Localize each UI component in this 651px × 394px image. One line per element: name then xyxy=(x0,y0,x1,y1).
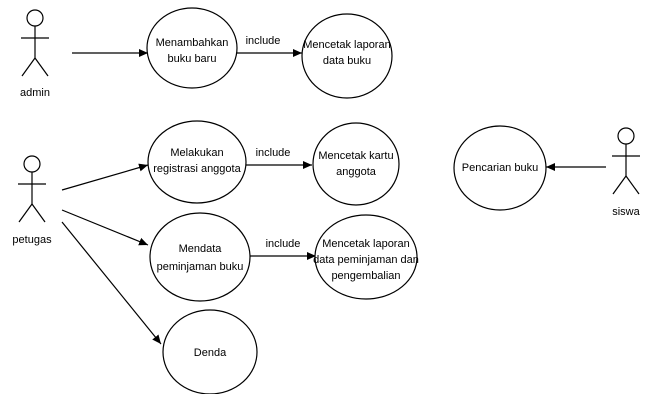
actor-siswa-leg-left xyxy=(612,175,627,195)
usecase-denda-ellipse xyxy=(162,309,258,394)
usecase-mencetak-kartu-ellipse xyxy=(312,122,400,206)
actor-siswa-head xyxy=(617,127,635,145)
usecase-menambahkan-buku: Menambahkan buku baru xyxy=(146,7,238,89)
usecase-mencetak-laporan-peminjaman-line-2: data peminjaman dan xyxy=(313,254,419,266)
usecase-mencetak-laporan-buku-line-1: Mencetak laporan xyxy=(303,39,390,51)
usecase-mencetak-laporan-peminjaman: Mencetak laporan data peminjaman dan pen… xyxy=(313,214,419,300)
usecase-denda-line-1: Denda xyxy=(194,347,227,359)
usecase-registrasi-anggota-line-2: registrasi anggota xyxy=(153,163,241,175)
usecase-mendata-peminjaman-line-2: peminjaman buku xyxy=(157,261,244,273)
usecase-mencetak-laporan-peminjaman-line-3: pengembalian xyxy=(331,270,400,282)
actor-petugas: petugas xyxy=(12,155,52,246)
usecase-mencetak-kartu: Mencetak kartu anggota xyxy=(312,122,400,206)
usecase-pencarian-buku-line-1: Pencarian buku xyxy=(462,162,538,174)
usecase-mencetak-laporan-buku: Mencetak laporan data buku xyxy=(301,13,393,99)
usecase-pencarian-buku: Pencarian buku xyxy=(453,125,547,211)
usecase-registrasi-anggota-ellipse xyxy=(147,120,247,204)
usecase-mencetak-laporan-buku-line-2: data buku xyxy=(323,55,371,67)
actor-siswa-label: siswa xyxy=(612,206,640,218)
association-petugas-mendata xyxy=(61,209,149,246)
association-petugas-registrasi xyxy=(61,163,149,191)
usecase-mencetak-laporan-peminjaman-ellipse xyxy=(314,214,418,300)
actor-admin-leg-left xyxy=(21,57,36,77)
actor-admin-leg-right xyxy=(34,57,49,77)
actor-admin-head xyxy=(26,9,44,27)
usecase-mencetak-laporan-buku-ellipse xyxy=(301,13,393,99)
usecase-mencetak-kartu-line-2: anggota xyxy=(336,166,377,178)
actor-siswa: siswa xyxy=(612,127,641,218)
actor-petugas-head xyxy=(23,155,41,173)
actor-siswa-leg-right xyxy=(625,175,640,195)
usecase-mendata-peminjaman-ellipse xyxy=(149,212,251,302)
association-petugas-denda xyxy=(61,221,162,345)
usecase-mencetak-kartu-line-1: Mencetak kartu xyxy=(318,150,393,162)
usecase-menambahkan-buku-line-1: Menambahkan xyxy=(156,37,229,49)
usecase-menambahkan-buku-ellipse xyxy=(146,7,238,89)
usecase-registrasi-anggota: Melakukan registrasi anggota xyxy=(147,120,247,204)
usecase-mendata-peminjaman-line-1: Mendata xyxy=(179,243,223,255)
usecase-pencarian-buku-ellipse xyxy=(453,125,547,211)
usecase-denda: Denda xyxy=(162,309,258,394)
include-label-1: include xyxy=(246,35,281,47)
include-label-3: include xyxy=(266,238,301,250)
actor-petugas-leg-left xyxy=(18,203,33,223)
actor-admin-label: admin xyxy=(20,87,50,99)
usecase-mendata-peminjaman: Mendata peminjaman buku xyxy=(149,212,251,302)
actor-petugas-label: petugas xyxy=(12,234,52,246)
usecase-mencetak-laporan-peminjaman-line-1: Mencetak laporan xyxy=(322,238,409,250)
actor-admin: admin xyxy=(20,9,50,99)
usecase-registrasi-anggota-line-1: Melakukan xyxy=(170,147,223,159)
include-label-2: include xyxy=(256,147,291,159)
usecase-menambahkan-buku-line-2: buku baru xyxy=(168,53,217,65)
actor-petugas-leg-right xyxy=(31,203,46,223)
